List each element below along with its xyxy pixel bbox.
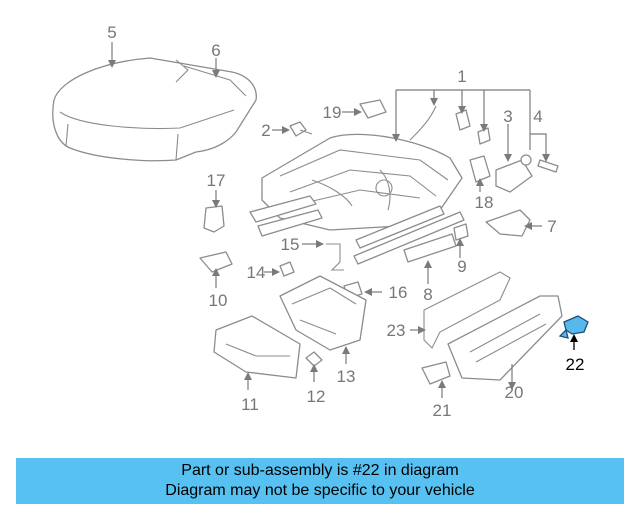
- callout-18: 18: [475, 193, 494, 212]
- callout-10: 10: [209, 291, 228, 310]
- part-17-hinge: [203, 205, 225, 233]
- callout-8: 8: [423, 285, 432, 304]
- callout-17: 17: [207, 171, 226, 190]
- callout-4: 4: [533, 107, 542, 126]
- callout-11: 11: [241, 395, 259, 414]
- callout-22-highlighted: 22: [566, 355, 585, 374]
- part-13-tray: [279, 275, 367, 351]
- seat-frame: [249, 133, 465, 265]
- callout-15: 15: [281, 235, 300, 254]
- part-2-bolt: [289, 121, 313, 137]
- callout-21: 21: [433, 401, 452, 420]
- part-19-bracket: [359, 99, 387, 119]
- seat-cushion: [52, 57, 257, 162]
- callout-23: 23: [387, 321, 406, 340]
- callout-3: 3: [503, 107, 512, 126]
- banner-line-2: Diagram may not be specific to your vehi…: [165, 482, 475, 499]
- part-7-bracket: [485, 209, 531, 237]
- part-23-frame-wire: [423, 271, 511, 349]
- part-4-bolts: [520, 154, 559, 173]
- callout-2: 2: [261, 121, 270, 140]
- part-10-bracket: [199, 251, 233, 273]
- info-banner: Part or sub-assembly is #22 in diagram D…: [16, 458, 624, 504]
- callout-7: 7: [547, 217, 556, 236]
- callout-19: 19: [323, 103, 342, 122]
- callout-5: 5: [107, 23, 116, 42]
- part-12-clip: [305, 351, 323, 367]
- banner-line-1: Part or sub-assembly is #22 in diagram: [181, 462, 459, 479]
- callout-13: 13: [337, 367, 356, 386]
- callout-16: 16: [389, 283, 408, 302]
- callout-6: 6: [211, 41, 220, 60]
- part-9-clip: [453, 223, 469, 241]
- callout-14: 14: [247, 263, 266, 282]
- callout-9: 9: [457, 257, 466, 276]
- part-3-motor: [495, 159, 533, 193]
- part-21-cap: [421, 361, 451, 385]
- part-20-side-panel: [447, 295, 563, 381]
- part-11-drawer: [213, 315, 301, 379]
- leader-lines: [108, 42, 578, 398]
- part-1-cable-components: [409, 105, 491, 145]
- part-22-highlighted: [558, 315, 589, 339]
- part-15-wire: [326, 243, 344, 271]
- callout-1: 1: [457, 67, 466, 86]
- part-14-bolt: [279, 261, 295, 277]
- callout-labels: 5 6 1 3 4 19 2 17 18 7 9 8 15 10 14 16 1…: [107, 23, 584, 420]
- callout-12: 12: [307, 387, 326, 406]
- part-18-block: [469, 155, 491, 183]
- callout-20: 20: [505, 383, 524, 402]
